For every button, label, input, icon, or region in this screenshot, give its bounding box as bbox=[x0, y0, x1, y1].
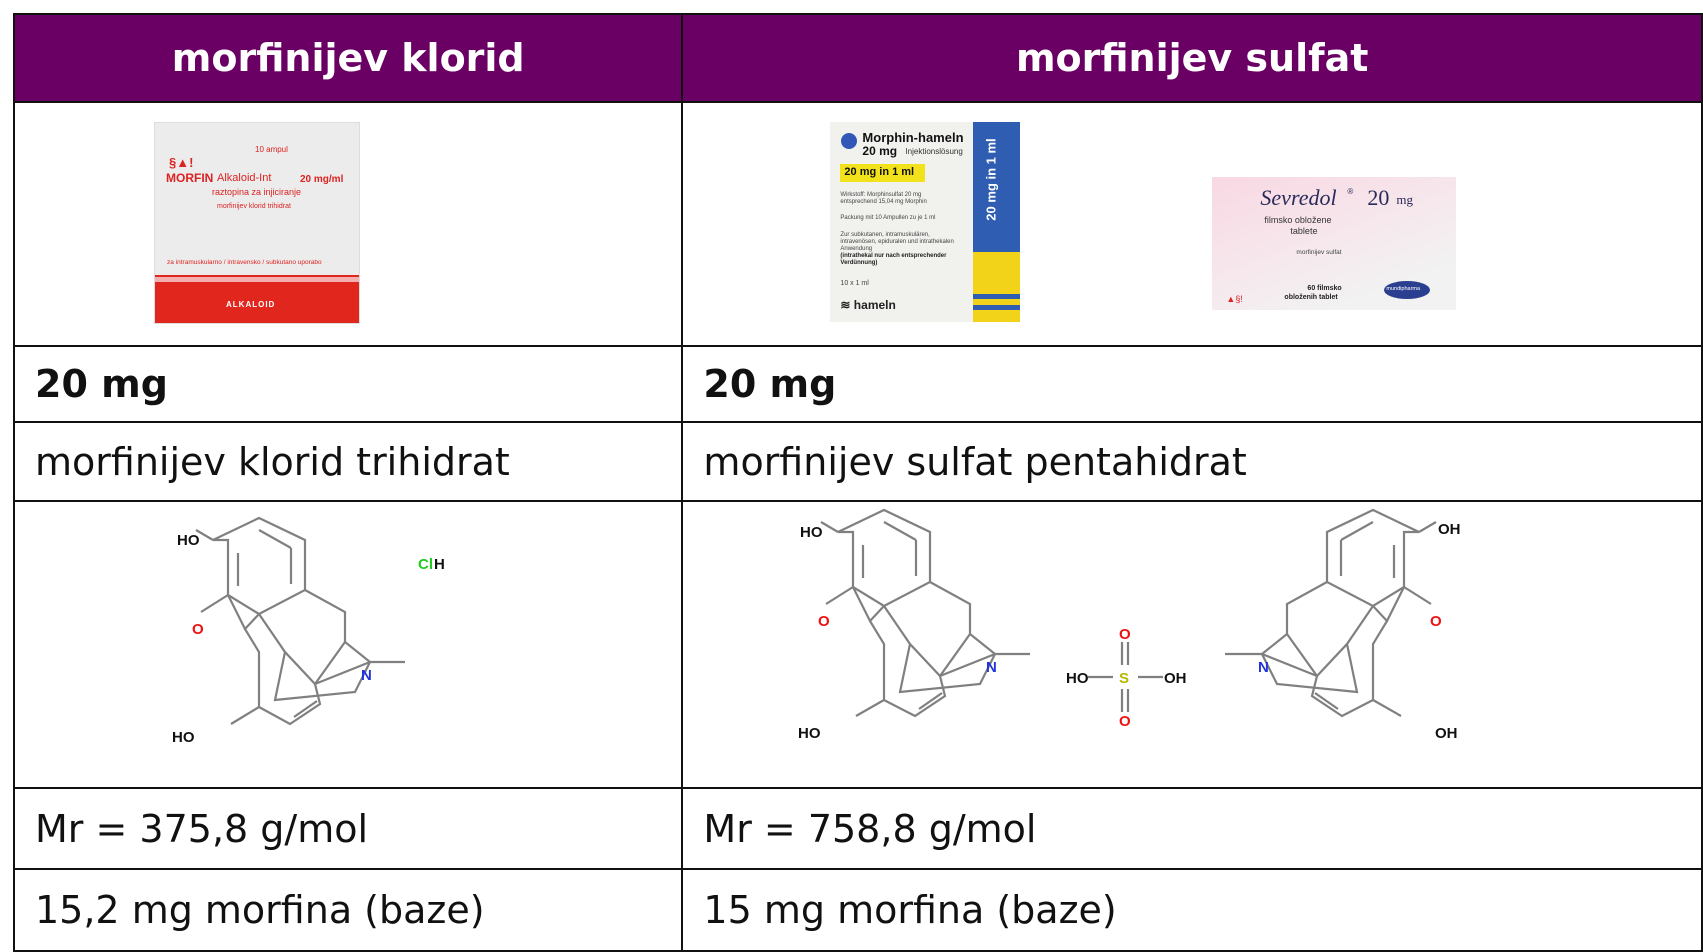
hameln-note2: Verdünnung) bbox=[840, 260, 878, 266]
s-sulfate: S bbox=[1119, 670, 1129, 687]
salt-left: morfinijev klorid trihidrat bbox=[12, 421, 684, 502]
ho-sulfate: HO bbox=[1066, 670, 1089, 687]
hameln-pack: Packung mit 10 Ampullen zu je 1 ml bbox=[840, 215, 936, 221]
ho-top-left: HO bbox=[177, 532, 200, 549]
hameln-package-image: Morphin-hameln 20 mg Injektionslösung 20… bbox=[830, 122, 1021, 322]
comparison-table: morfinijev klorid morfinijev sulfat 10 a… bbox=[12, 13, 1703, 952]
n-right-a: N bbox=[986, 659, 997, 676]
cl-left: Cl bbox=[418, 556, 433, 573]
hameln-use2: intravenösen, epiduralen und intrathekal… bbox=[840, 239, 954, 245]
image-cell-right: Morphin-hameln 20 mg Injektionslösung 20… bbox=[681, 101, 1703, 347]
hameln-side-yellow-band bbox=[973, 252, 1021, 322]
morphine-sulfate-structure: HO O N HO HO S O O OH OH O N OH bbox=[798, 508, 1461, 742]
morfin-package-image: 10 ampul §▲! MORFIN Alkaloid-Int 20 mg/m… bbox=[154, 122, 360, 324]
mr-right: Mr = 758,8 g/mol bbox=[681, 787, 1703, 870]
structure-row: HO O N HO Cl H bbox=[12, 500, 1703, 789]
base-left: 15,2 mg morfina (baze) bbox=[12, 868, 684, 952]
o-sulfate-bottom: O bbox=[1119, 713, 1131, 730]
oh-bottom-right-b: OH bbox=[1435, 725, 1458, 742]
hameln-note1: (intrathekal nur nach entsprechender bbox=[840, 253, 947, 259]
hameln-form: Injektionslösung bbox=[905, 147, 963, 156]
morfin-ampoules: 10 ampul bbox=[255, 145, 288, 154]
hameln-strength: 20 mg bbox=[862, 144, 898, 158]
mr-left: Mr = 375,8 g/mol bbox=[12, 787, 684, 870]
hameln-side-stripe-2 bbox=[973, 305, 1021, 310]
hameln-active2: entsprechend 15,04 mg Morphin bbox=[840, 199, 927, 205]
h-left: H bbox=[434, 556, 445, 573]
dose-left: 20 mg bbox=[12, 345, 684, 423]
hameln-concentration-badge: 20 mg in 1 ml bbox=[840, 164, 926, 182]
hameln-concentration: 20 mg in 1 ml bbox=[844, 166, 915, 178]
morfin-white-stripe bbox=[155, 277, 359, 282]
morphine-bonds-right-a bbox=[820, 508, 1031, 718]
sevredol-count2: obloženih tablet bbox=[1284, 294, 1338, 301]
sevredol-brand: mundipharma bbox=[1386, 286, 1421, 292]
sulfate-bonds bbox=[1088, 642, 1164, 712]
morfin-substance: morfinijev klorid trihidrat bbox=[217, 203, 291, 210]
hameln-use1: Zur subkutanen, intramuskulären, bbox=[840, 232, 930, 238]
n-right-b: N bbox=[1258, 659, 1269, 676]
sevredol-unit: mg bbox=[1396, 192, 1414, 207]
morfin-red-band bbox=[155, 275, 359, 323]
sevredol-reg: ® bbox=[1347, 187, 1354, 196]
hameln-active: Wirkstoff: Morphinsulfat 20 mg bbox=[840, 192, 922, 198]
ho-top-right-a: HO bbox=[800, 524, 823, 541]
n-left: N bbox=[361, 667, 372, 684]
o-right-b: O bbox=[1430, 613, 1442, 630]
mr-row: Mr = 375,8 g/mol Mr = 758,8 g/mol bbox=[12, 787, 1703, 870]
sevredol-name: Sevredol bbox=[1260, 185, 1337, 210]
header-row: morfinijev klorid morfinijev sulfat bbox=[12, 13, 1703, 103]
sevredol-count1: 60 filmsko bbox=[1307, 285, 1342, 292]
hameln-logo-dot-icon bbox=[841, 133, 858, 149]
sevredol-strength: 20 bbox=[1367, 185, 1390, 210]
morfin-brand: ALKALOID bbox=[226, 300, 276, 309]
hameln-side-blue-band bbox=[973, 122, 1021, 252]
header-right: morfinijev sulfat bbox=[681, 13, 1703, 103]
header-left: morfinijev klorid bbox=[12, 13, 684, 103]
sevredol-brand-logo: mundipharma bbox=[1384, 281, 1431, 299]
morfin-strength: 20 mg/ml bbox=[300, 174, 344, 185]
morfin-route: za intramuskularno / intravensko / subku… bbox=[167, 259, 322, 266]
image-row: 10 ampul §▲! MORFIN Alkaloid-Int 20 mg/m… bbox=[12, 101, 1703, 347]
sevredol-warning: ▲§! bbox=[1226, 294, 1243, 304]
hameln-brand: ≋ hameln bbox=[840, 298, 896, 312]
sevredol-form1: filmsko obložene bbox=[1264, 215, 1332, 225]
o-sulfate-top: O bbox=[1119, 626, 1131, 643]
sevredol-form2: tablete bbox=[1290, 226, 1318, 236]
dose-right: 20 mg bbox=[681, 345, 1703, 423]
morfin-form: raztopina za injiciranje bbox=[212, 187, 302, 197]
morfin-warning: §▲! bbox=[169, 155, 194, 170]
ho-bottom-right-a: HO bbox=[798, 725, 821, 742]
oh-top-right-b: OH bbox=[1438, 521, 1461, 538]
morfin-maker: Alkaloid-Int bbox=[217, 172, 272, 184]
morphine-bonds-right-b bbox=[1225, 508, 1437, 718]
ho-bottom-left: HO bbox=[172, 729, 195, 746]
morphine-bonds-left bbox=[195, 516, 405, 726]
hameln-side-text: 20 mg in 1 ml bbox=[984, 138, 1000, 221]
o-left: O bbox=[192, 621, 204, 638]
dose-row: 20 mg 20 mg bbox=[12, 345, 1703, 423]
structure-cell-right: HO O N HO HO S O O OH OH O N OH bbox=[681, 500, 1703, 789]
base-right: 15 mg morfina (baze) bbox=[681, 868, 1703, 952]
salt-row: morfinijev klorid trihidrat morfinijev s… bbox=[12, 421, 1703, 502]
base-row: 15,2 mg morfina (baze) 15 mg morfina (ba… bbox=[12, 868, 1703, 952]
sevredol-package-image: Sevredol ® 20 mg filmsko obložene tablet… bbox=[1212, 177, 1457, 310]
image-cell-left: 10 ampul §▲! MORFIN Alkaloid-Int 20 mg/m… bbox=[12, 101, 684, 347]
structure-cell-left: HO O N HO Cl H bbox=[12, 500, 684, 789]
oh-sulfate: OH bbox=[1164, 670, 1187, 687]
hameln-use3: Anwendung bbox=[840, 246, 873, 252]
o-right-a: O bbox=[818, 613, 830, 630]
hameln-name: Morphin-hameln bbox=[862, 130, 964, 145]
morfin-name: MORFIN bbox=[166, 171, 214, 185]
hameln-count: 10 x 1 ml bbox=[840, 280, 869, 287]
salt-right: morfinijev sulfat pentahidrat bbox=[681, 421, 1703, 502]
hameln-side-stripe-1 bbox=[973, 294, 1021, 299]
morphine-hcl-structure: HO O N HO Cl H bbox=[172, 516, 445, 746]
sevredol-substance: morfinijev sulfat bbox=[1296, 249, 1342, 256]
